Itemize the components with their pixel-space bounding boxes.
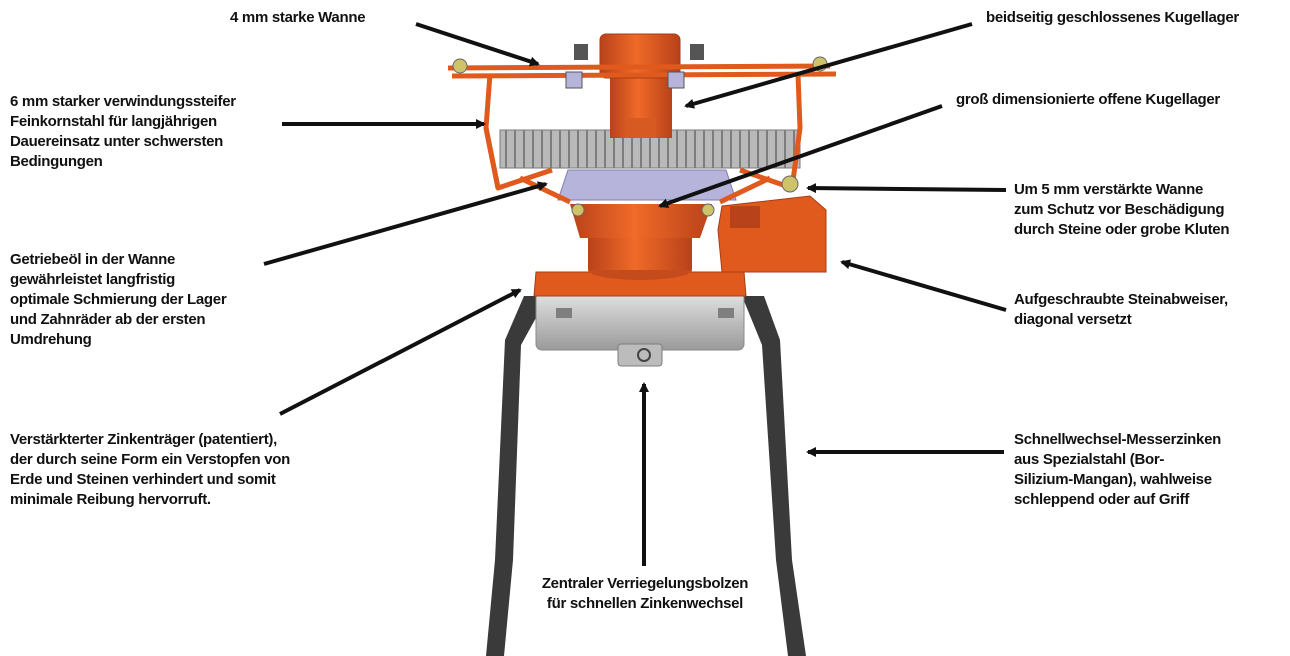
arrow-getriebeoel [263,181,548,266]
arrow-steinabweiser [840,259,1007,312]
label-messerzinken: Schnellwechsel-Messerzinken aus Spezials… [1014,431,1221,508]
label-feinkornstahl: 6 mm starker verwindungssteifer Feinkorn… [10,93,236,170]
tine-left [486,296,548,656]
arrow-zinkentraeger [279,288,522,416]
tines [486,296,806,656]
arrow-wanne [415,22,540,67]
label-zinkentraeger: Verstärkterter Zinkenträger (patentiert)… [10,431,291,508]
bearing-lid [557,169,737,201]
arrow-wanne-verstaerkt [806,183,1007,194]
label-wanne: 4 mm starke Wanne [230,9,366,26]
lower-housing [570,203,715,280]
label-verriegelungsbolzen: Zentraler Verriegelungsbolzen für schnel… [541,575,749,612]
label-kugellager-offen: groß dimensionierte offene Kugellager [956,91,1220,108]
label-getriebeoel: Getriebeöl in der Wanne gewährleistet la… [10,251,227,348]
arrow-kugellager-offen [658,104,943,209]
pointer-arrows [263,22,1007,566]
label-wanne-verstaerkt: Um 5 mm verstärkte Wanne zum Schutz vor … [1014,181,1230,238]
tine-right [742,296,806,656]
tine-carrier [535,291,745,367]
label-steinabweiser: Aufgeschraubte Steinabweiser, diagonal v… [1014,291,1228,328]
locking-bolt [637,348,651,362]
frame-bolts [452,56,828,193]
arrow-kugellager-geschlossen [684,22,973,109]
label-kugellager-geschlossen: beidseitig geschlossenes Kugellager [986,9,1239,26]
pan-frame [447,63,837,205]
